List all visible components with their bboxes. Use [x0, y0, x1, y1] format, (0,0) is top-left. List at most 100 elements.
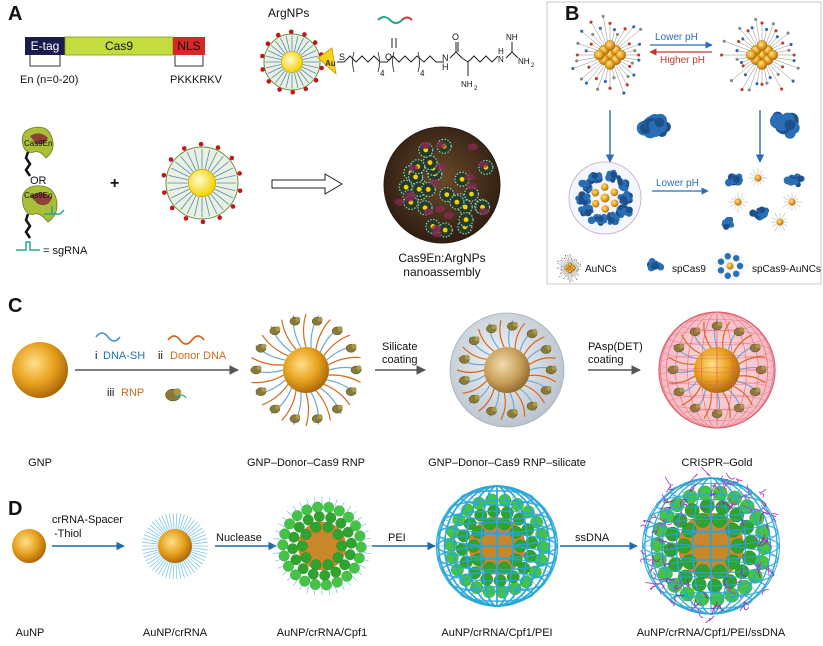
rnp-rna	[175, 394, 187, 399]
crrna-strand	[306, 585, 310, 593]
ssdna-strand	[689, 483, 697, 491]
ssdna-strand	[668, 598, 675, 607]
arginine-head	[260, 53, 265, 59]
ligand-strand	[214, 188, 233, 199]
aunc-cluster-top-right	[720, 17, 800, 92]
ssdna-strand	[663, 562, 671, 567]
ligand-end	[771, 22, 775, 26]
spcas9-aunc-complex	[568, 161, 642, 235]
protein-lobe	[733, 175, 741, 183]
crrna-strand	[178, 559, 185, 578]
cpf1-protein	[325, 512, 337, 524]
ligand-end	[576, 279, 578, 281]
crrna-strand	[286, 510, 293, 517]
gold-atom	[615, 49, 626, 61]
ligand-end	[741, 37, 745, 41]
ssdna-strand	[711, 485, 720, 492]
protein-lobe	[610, 177, 616, 183]
cas9en-unit	[466, 182, 477, 190]
ssdna-strand	[759, 512, 768, 522]
cas9en-label-1: Cas9En	[24, 139, 52, 148]
crrna-strand	[519, 493, 524, 503]
cage-parallel	[648, 505, 774, 532]
cpf1-protein	[313, 511, 325, 523]
ssdna-strand	[651, 530, 658, 533]
protein-lobe	[617, 180, 623, 186]
ligand-end	[589, 42, 593, 46]
ssdna-strand	[700, 506, 707, 512]
crrna-strand	[306, 499, 310, 507]
crrna-strand	[277, 523, 285, 528]
ligand-end	[575, 53, 579, 57]
caption-nanoassembly: nanoassembly	[403, 265, 480, 279]
pasp-label-1: PAsp(DET)	[588, 341, 643, 353]
argnp-core	[454, 199, 460, 205]
protein-lobe	[619, 195, 627, 203]
cage-parallel	[669, 482, 753, 501]
ligand-strand	[180, 156, 194, 172]
cpf1-protein	[514, 539, 527, 553]
cpf1-protein	[331, 576, 343, 588]
ligand-end	[577, 270, 579, 272]
ligand-end	[569, 254, 571, 256]
crrna-strand	[765, 563, 776, 568]
crrna-strand	[168, 559, 173, 579]
ssdna-strand	[697, 608, 704, 618]
ligand-end	[738, 26, 742, 30]
ligand-end	[743, 73, 747, 77]
cpf1-protein	[467, 539, 480, 553]
arginine-head	[198, 141, 204, 147]
ssdna-strand	[653, 583, 665, 589]
aunp-crrna-cpf1	[272, 496, 372, 596]
crrna-strand	[185, 524, 201, 538]
ssdna-strand	[712, 481, 718, 487]
ligand-strand	[215, 174, 236, 181]
crrna-strand	[142, 541, 162, 545]
ssdna-strand	[771, 513, 779, 516]
crrna-strand	[286, 575, 293, 582]
ligand-end	[569, 281, 571, 283]
cpf1-protein	[676, 538, 692, 554]
protein-lobe	[724, 272, 731, 279]
ligand-end	[589, 20, 593, 24]
rnp-lobe	[261, 387, 267, 393]
rnp-lobe	[551, 365, 557, 371]
crrna-strand	[292, 579, 298, 587]
rnp-icon	[165, 388, 187, 402]
dna-strand	[668, 375, 696, 384]
aunc-core	[591, 199, 600, 208]
ligand-end	[564, 254, 566, 257]
crrna-strand	[273, 537, 281, 540]
argnp-top: ArgNPs Au S 4 O 4 H N O NH 2 H N NH NH 2	[260, 6, 535, 95]
crrna-strand	[181, 557, 192, 575]
cpf1-protein	[730, 538, 746, 554]
rnp-lobe	[464, 376, 470, 382]
ssdna-strand	[759, 493, 765, 498]
ligand-strand	[270, 68, 284, 79]
cage-parallel	[441, 558, 553, 582]
sgrna-label: = sgRNA	[43, 245, 88, 257]
gold-core	[280, 50, 304, 74]
ligand-end	[564, 273, 566, 275]
ligand-end	[750, 26, 754, 30]
crrna-strand	[299, 583, 304, 591]
crrna-strand	[531, 580, 539, 588]
rnp-lobe	[546, 345, 552, 351]
ligand-end	[796, 66, 800, 70]
cage-parallel	[448, 571, 546, 593]
cas9en-group: Cas9En OR Cas9En = sgRNA	[16, 126, 88, 257]
ligand-end	[764, 27, 769, 32]
rnp-lobe	[491, 324, 497, 330]
crrna-strand	[299, 501, 304, 509]
ssdna-strand	[760, 537, 769, 547]
ligand-end	[572, 259, 574, 261]
ligand-strand	[285, 35, 290, 52]
argnp-core	[459, 176, 465, 182]
ligand-end	[789, 42, 793, 47]
label-gnp-silicate: GNP–Donor–Cas9 RNP–silicate	[428, 457, 586, 469]
crrna-strand	[186, 527, 203, 539]
crrna-strand	[504, 594, 507, 604]
guan-n: N	[498, 55, 504, 64]
gold-atom	[564, 266, 569, 270]
